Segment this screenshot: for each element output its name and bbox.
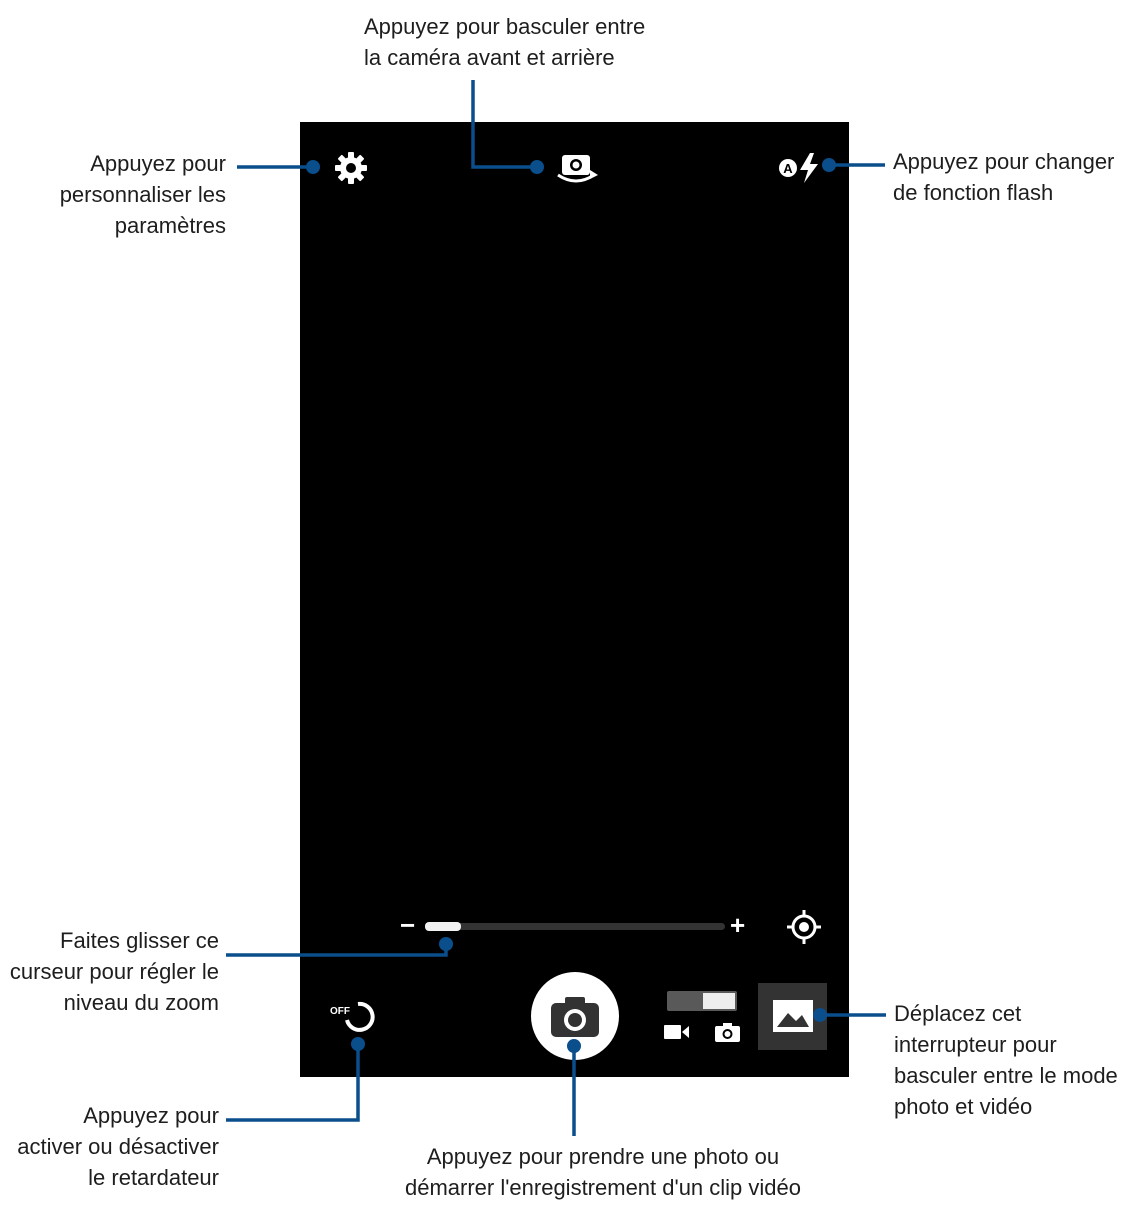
- crosshair-icon[interactable]: [786, 909, 822, 945]
- gallery-button[interactable]: [758, 983, 827, 1050]
- zoom-minus[interactable]: −: [400, 910, 416, 940]
- label-mode-switch: Déplacez cet interrupteur pour basculer …: [894, 1001, 1118, 1119]
- photo-video-mode-toggle[interactable]: [667, 991, 737, 1011]
- camera-viewfinder: [300, 122, 849, 1077]
- zoom-slider-track[interactable]: [425, 923, 725, 930]
- label-timer: Appuyez pour activer ou désactiver le re…: [17, 1103, 219, 1190]
- flash-mode-letter: A: [783, 161, 793, 176]
- label-settings: Appuyez pour personnaliser les paramètre…: [59, 151, 226, 238]
- label-shutter: Appuyez pour prendre une photo ou démarr…: [404, 1144, 802, 1200]
- shutter-button[interactable]: [531, 972, 619, 1060]
- zoom-slider-handle[interactable]: [425, 922, 461, 931]
- zoom-plus[interactable]: +: [730, 910, 746, 940]
- gear-icon[interactable]: [333, 150, 369, 186]
- image-icon: [772, 999, 814, 1033]
- mode-toggle-knob[interactable]: [703, 993, 735, 1009]
- photo-camera-icon: [715, 1022, 741, 1042]
- camera-switch-icon[interactable]: [554, 151, 598, 185]
- video-camera-icon: [664, 1023, 690, 1041]
- label-zoom: Faites glisser ce curseur pour régler le…: [9, 928, 219, 1015]
- label-flash: Appuyez pour changer de fonction flash: [893, 149, 1115, 205]
- camera-icon: [550, 994, 600, 1038]
- flash-auto-icon[interactable]: A: [778, 151, 822, 185]
- timer-off-text: OFF: [330, 1006, 350, 1017]
- label-switch-camera: Appuyez pour basculer entre la caméra av…: [364, 14, 646, 70]
- timer-icon[interactable]: OFF: [328, 996, 378, 1036]
